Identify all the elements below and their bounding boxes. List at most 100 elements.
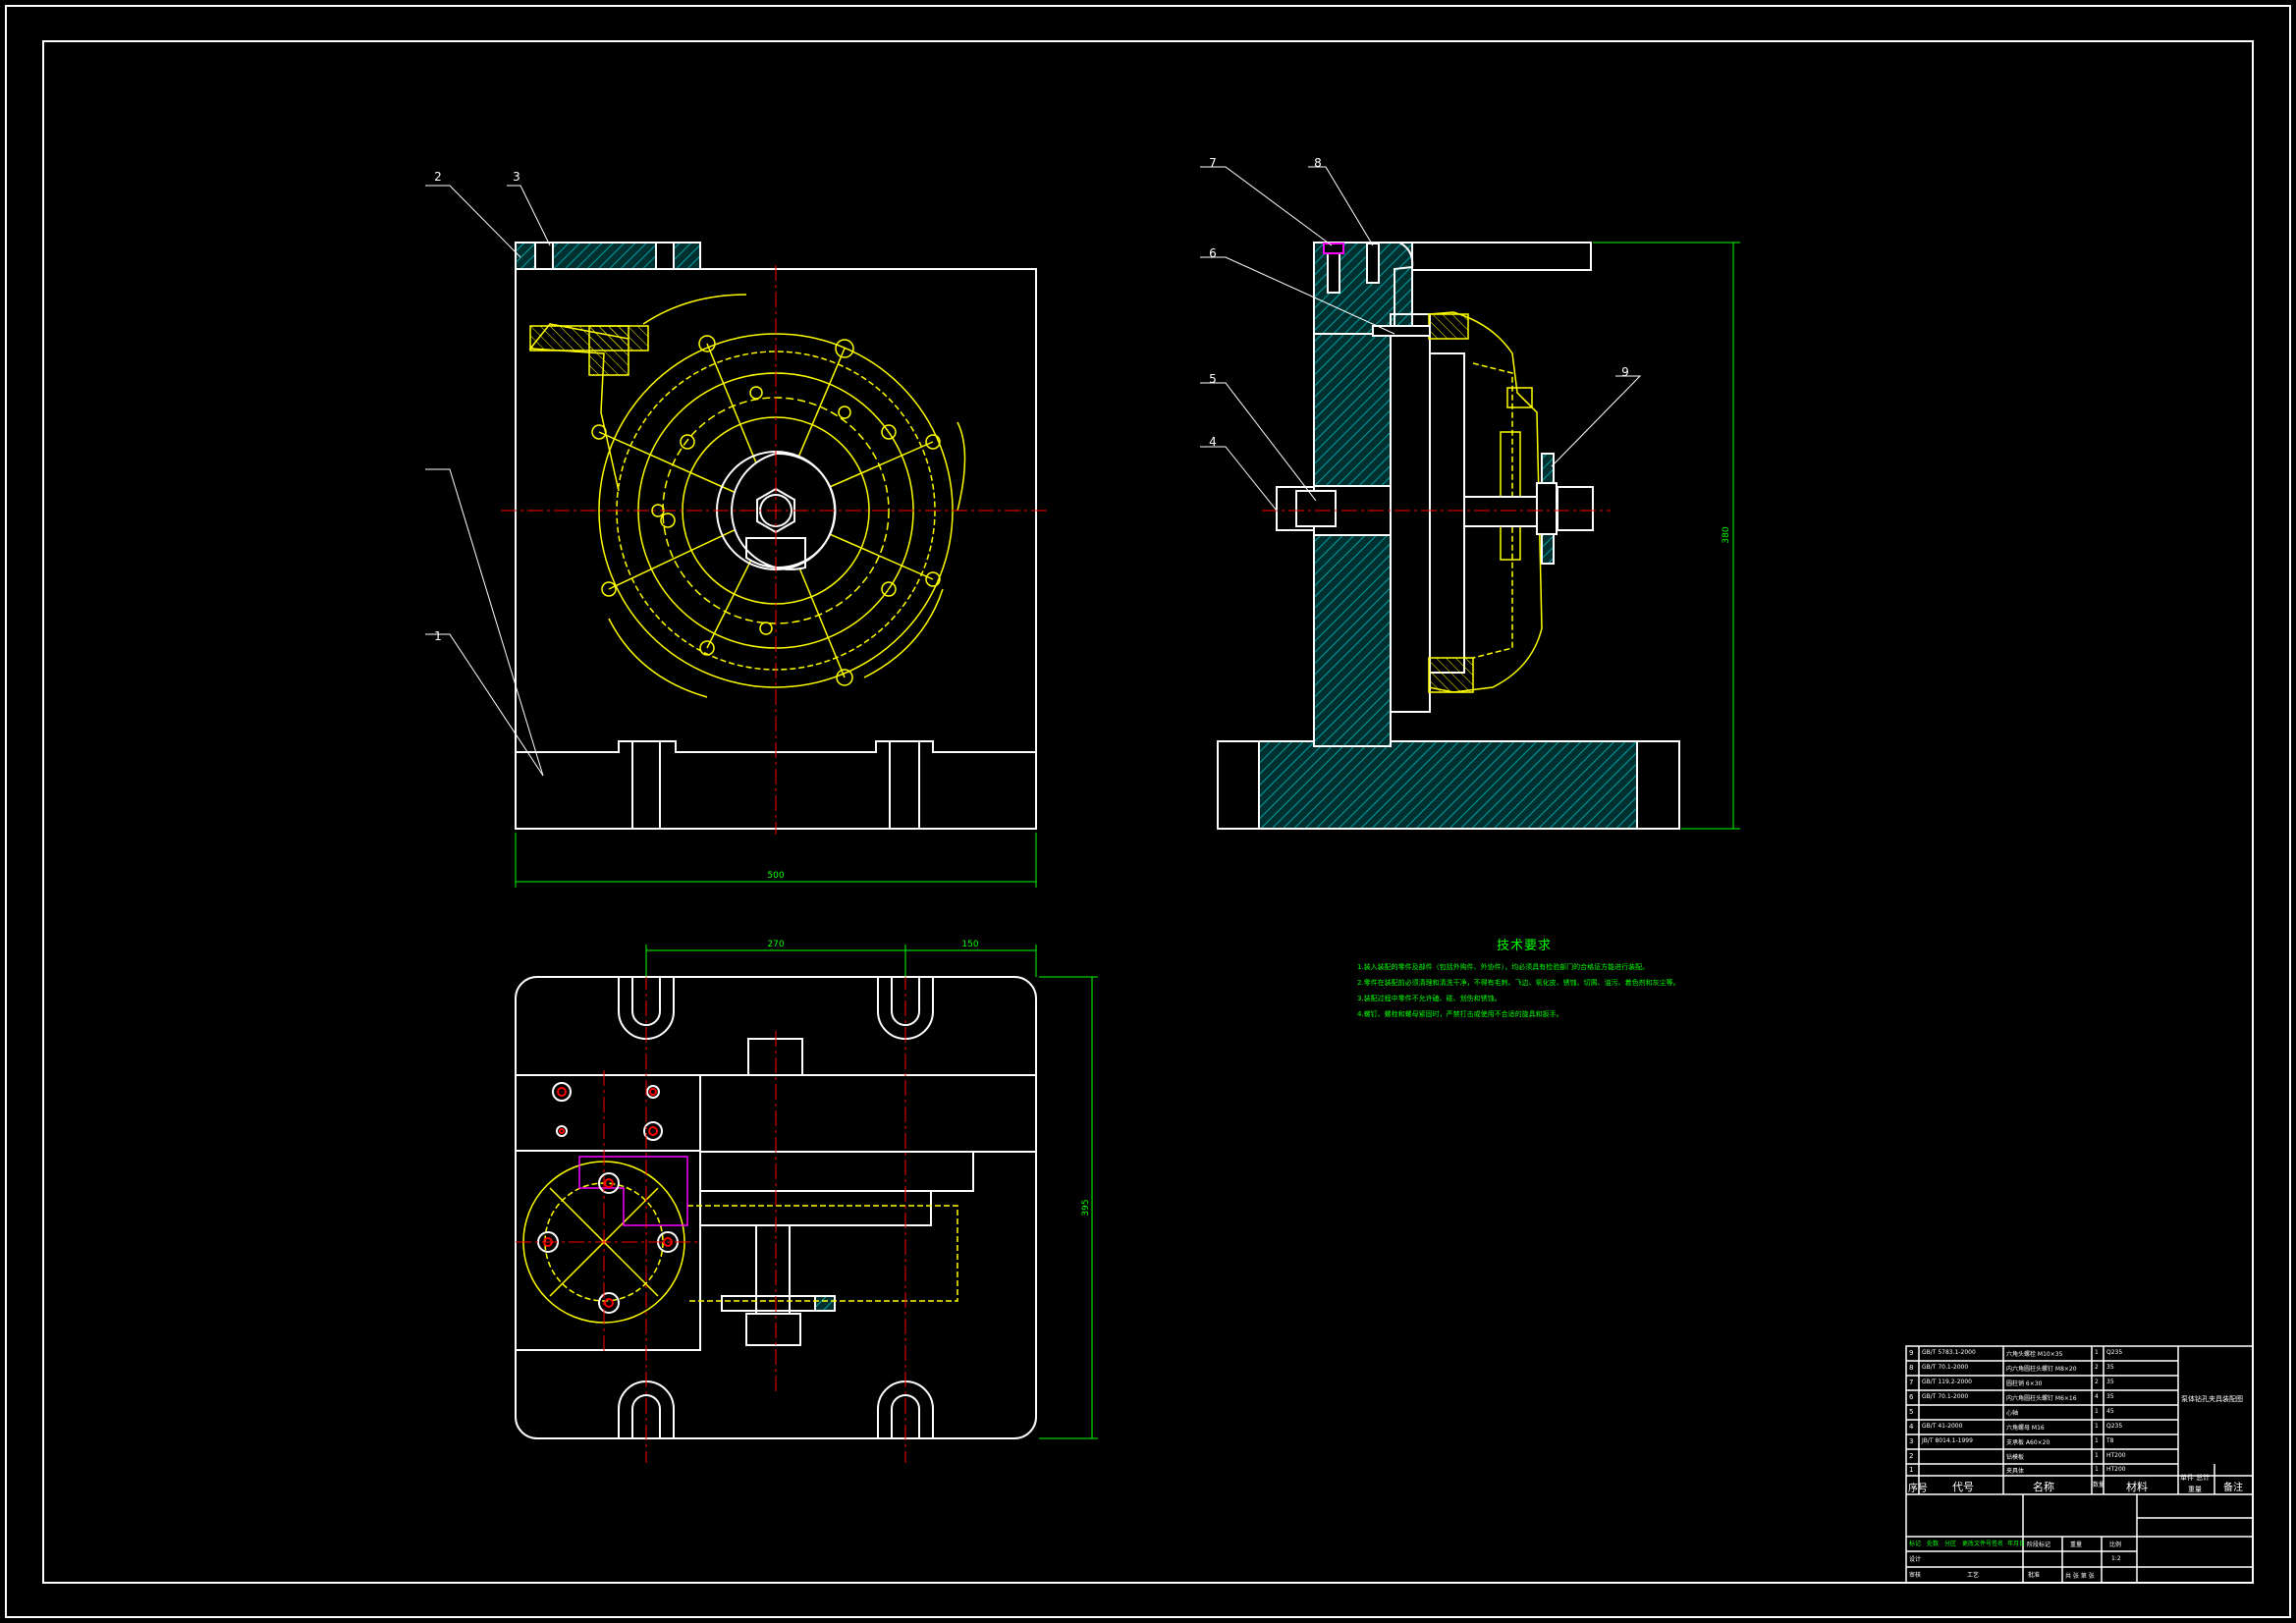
stage-label: 比例 (2109, 1542, 2122, 1548)
sign-label: 签名 (1992, 1541, 2004, 1547)
sign-label: 更改文件号 (1962, 1541, 1993, 1547)
row-no: 5 (1909, 1408, 1914, 1416)
row-qty: 1 (2095, 1408, 2099, 1415)
top-highlight (578, 1156, 688, 1226)
row-material: 35 (2106, 1379, 2114, 1385)
role-label: 批准 (2028, 1572, 2041, 1579)
balloon-labels: 1 2 3 4 5 6 7 8 9 (434, 156, 1629, 643)
row-name: 钻模板 (2006, 1454, 2025, 1461)
balloon-7: 7 (1209, 156, 1217, 170)
balloon-1: 1 (434, 629, 442, 643)
role-label: 工艺 (1967, 1572, 1980, 1579)
balloon-4: 4 (1209, 435, 1217, 449)
tech-req-line-3: 3.装配过程中零件不允许磕、碰、划伤和锈蚀。 (1357, 995, 1502, 1002)
row-no: 6 (1909, 1393, 1914, 1401)
row-qty: 1 (2095, 1452, 2099, 1459)
row-no: 7 (1909, 1379, 1914, 1386)
tech-req-line-1: 1.装入装配的零件及部件（包括外购件、外协件），均必须具有检验部门的合格证方能进… (1357, 963, 1650, 971)
dim-top (645, 945, 1098, 1439)
balloon-9: 9 (1621, 365, 1629, 379)
balloon-6: 6 (1209, 246, 1217, 260)
row-code: GB/T 70.1-2000 (1922, 1364, 1969, 1371)
row-no: 4 (1909, 1423, 1914, 1431)
outer-border (5, 5, 2291, 1618)
stage-label: 阶段标记 (2027, 1542, 2051, 1548)
balloon-8: 8 (1314, 156, 1322, 170)
front-centerlines (501, 265, 1051, 835)
row-material: HT200 (2106, 1452, 2126, 1459)
row-code: GB/T 119.2-2000 (1922, 1379, 1972, 1385)
side-view (1217, 242, 1680, 830)
inner-border (42, 40, 2254, 1584)
title-block-grid (1905, 1345, 2254, 1584)
row-name: 圆柱销 6×30 (2006, 1380, 2043, 1387)
side-fasteners (1276, 243, 1594, 565)
dim-top-span-a: 270 (767, 940, 784, 949)
top-drill-plate (515, 1074, 701, 1351)
dim-front-width-label: 500 (767, 871, 784, 881)
row-no: 9 (1909, 1349, 1914, 1357)
header-qty: 数量 (2093, 1482, 2105, 1488)
balloon-3: 3 (513, 170, 520, 184)
side-locating-plate (1390, 313, 1431, 713)
row-qty: 1 (2095, 1437, 2099, 1444)
header-weight-sub: 重量 (2188, 1486, 2202, 1493)
top-view (515, 976, 1037, 1439)
dim-top-height: 395 (1081, 1199, 1091, 1216)
header-weight: 单件 总计 (2180, 1474, 2211, 1482)
sign-label: 处数 (1927, 1541, 1940, 1547)
top-column (699, 1074, 1037, 1153)
dim-side-height (1593, 242, 1740, 830)
tech-req-line-2: 2.零件在装配前必须清理和清洗干净，不得有毛刺、飞边、氧化皮、锈蚀、切屑、油污、… (1357, 979, 1680, 987)
sign-label: 标记 (1909, 1541, 1922, 1547)
balloon-leader-1 (425, 633, 544, 777)
front-bushing-left (534, 242, 554, 270)
row-code: GB/T 70.1-2000 (1922, 1393, 1969, 1400)
header-material: 材料 (2126, 1481, 2148, 1493)
side-nut-right (1557, 486, 1594, 531)
front-bolt-holes (591, 335, 941, 686)
row-qty: 2 (2095, 1379, 2099, 1385)
sheet-count: 共 张 第 张 (2065, 1573, 2095, 1580)
balloon-5: 5 (1209, 372, 1217, 386)
front-bushing-right (655, 242, 675, 270)
row-material: 35 (2106, 1364, 2114, 1371)
row-name: 夹具体 (2006, 1468, 2025, 1475)
dim-top-span-b: 150 (961, 940, 978, 949)
sign-label: 年月日 (2007, 1541, 2026, 1547)
row-material: HT200 (2106, 1466, 2126, 1473)
row-qty: 1 (2095, 1423, 2099, 1430)
balloon-leaders (425, 166, 1642, 777)
header-seq: 序号 (1908, 1484, 1928, 1494)
row-code: GB/T 41-2000 (1922, 1423, 1963, 1430)
row-qty: 2 (2095, 1364, 2099, 1371)
row-no: 1 (1909, 1466, 1914, 1474)
row-qty: 1 (2095, 1466, 2099, 1473)
dim-side-height-label: 380 (1722, 526, 1731, 543)
row-name: 六角螺母 M16 (2006, 1425, 2045, 1432)
row-material: 45 (2106, 1408, 2114, 1415)
sign-label: 分区 (1944, 1541, 1957, 1547)
row-name: 支承板 A60×20 (2006, 1439, 2050, 1446)
row-material: Q235 (2106, 1423, 2123, 1430)
drawing-title: 泵体钻孔夹具装配图 (2181, 1395, 2243, 1403)
top-centerlines (516, 947, 906, 1463)
role-label: 设计 (1909, 1556, 1922, 1563)
row-material: 35 (2106, 1393, 2114, 1400)
dim-front-width (515, 833, 1037, 888)
row-no: 2 (1909, 1452, 1914, 1460)
scale-value: 1:2 (2111, 1555, 2121, 1562)
side-screw-6 (1372, 325, 1431, 337)
side-column (1313, 333, 1392, 747)
header-code: 代号 (1952, 1481, 1974, 1493)
header-remark: 备注 (2223, 1483, 2243, 1493)
row-name: 六角头螺栓 M10×35 (2006, 1351, 2063, 1358)
role-label: 审核 (1909, 1572, 1922, 1579)
side-screw-8 (1366, 243, 1380, 284)
row-qty: 4 (2095, 1393, 2099, 1400)
row-code: GB/T 5783.1-2000 (1922, 1349, 1976, 1356)
row-material: Q235 (2106, 1349, 2123, 1356)
row-qty: 1 (2095, 1349, 2099, 1356)
top-nut-lower (745, 1313, 801, 1346)
